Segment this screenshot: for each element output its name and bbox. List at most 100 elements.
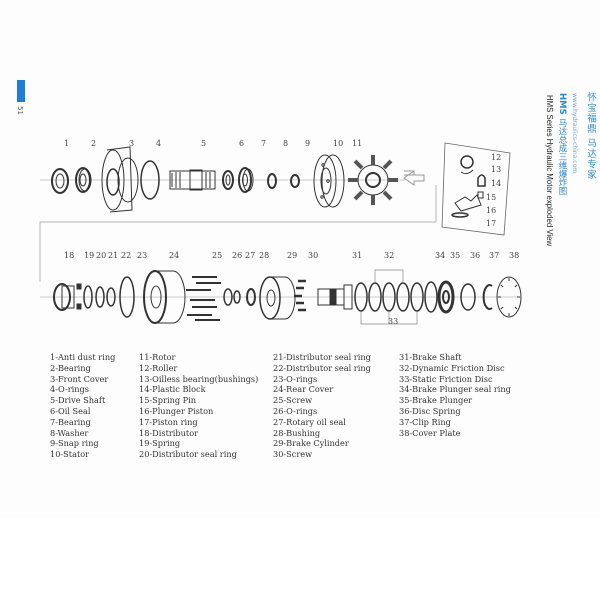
series-short: HMS bbox=[557, 93, 567, 115]
part-7-bearing bbox=[238, 167, 254, 193]
title-english: HMS Series Hydraulic Motor exploded View bbox=[545, 95, 554, 247]
legend-item: 14-Plastic Block bbox=[139, 384, 206, 395]
legend-column-2: 11-Rotor 12-Roller 13-Oilless bearing(bu… bbox=[139, 352, 258, 460]
part-23-o-ring bbox=[119, 276, 135, 318]
part-29-brake-cylinder bbox=[259, 276, 296, 320]
legend-item: 25-Screw bbox=[273, 395, 313, 406]
legend-item: 30-Screw bbox=[273, 449, 313, 460]
legend-column-3: 21-Distributor seal ring 22-Distributor … bbox=[273, 352, 371, 460]
svg-text:5: 5 bbox=[201, 139, 206, 148]
part-11-rotor bbox=[348, 155, 398, 205]
svg-text:37: 37 bbox=[489, 251, 499, 260]
svg-text:17: 17 bbox=[486, 219, 496, 228]
part-34-seal-ring bbox=[424, 281, 438, 313]
svg-text:31: 31 bbox=[352, 251, 362, 260]
svg-text:12: 12 bbox=[491, 153, 501, 162]
legend-item: 9-Snap ring bbox=[50, 438, 99, 449]
part-19-spring bbox=[76, 283, 82, 310]
part-20-seal-ring bbox=[83, 285, 93, 309]
legend-item: 10-Stator bbox=[50, 449, 90, 460]
part-27-rotary-oil-seal bbox=[233, 290, 241, 304]
svg-text:19: 19 bbox=[84, 251, 94, 260]
part-10-stator bbox=[313, 154, 345, 208]
legend-item: 13-Oilless bearing(bushings) bbox=[139, 373, 259, 384]
svg-text:8: 8 bbox=[283, 139, 288, 148]
legend-item: 19-Spring bbox=[139, 438, 181, 449]
legend-item: 5-Drive Shaft bbox=[50, 395, 106, 406]
part-28-bushing bbox=[246, 288, 256, 306]
part-8-washer bbox=[267, 173, 277, 189]
part-31-brake-shaft bbox=[317, 284, 353, 310]
inset-parts bbox=[451, 155, 486, 218]
svg-text:15: 15 bbox=[486, 193, 496, 202]
website-url: www.hydraulics-china.com bbox=[571, 93, 578, 174]
svg-text:2: 2 bbox=[91, 139, 96, 148]
legend-item: 6-Oil Seal bbox=[50, 405, 91, 416]
svg-text:16: 16 bbox=[486, 206, 496, 215]
part-21-seal-ring bbox=[95, 286, 105, 308]
part-35-brake-plunger bbox=[437, 280, 455, 314]
svg-text:3: 3 bbox=[129, 139, 134, 148]
legend-item: 21-Distributor seal ring bbox=[273, 352, 371, 362]
svg-text:36: 36 bbox=[470, 251, 480, 260]
legend-item: 8-Washer bbox=[50, 427, 89, 438]
part-6-oil-seal bbox=[222, 170, 234, 190]
svg-text:24: 24 bbox=[169, 251, 179, 260]
legend-item: 32-Dynamic Friction Disc bbox=[399, 362, 505, 373]
svg-text:18: 18 bbox=[64, 251, 74, 260]
svg-text:21: 21 bbox=[108, 251, 118, 260]
part-2-bearing bbox=[75, 167, 92, 193]
svg-text:10: 10 bbox=[333, 139, 343, 148]
part-25-screws bbox=[186, 276, 221, 321]
legend-item: 4-O-rings bbox=[50, 384, 90, 395]
svg-text:34: 34 bbox=[435, 251, 445, 260]
part-38-cover-plate bbox=[496, 276, 522, 318]
part-22-seal-ring bbox=[106, 287, 116, 307]
part-1-anti-dust-ring bbox=[51, 168, 69, 194]
svg-text:11: 11 bbox=[352, 139, 362, 148]
part-37-clip-ring bbox=[482, 284, 493, 310]
legend-item: 36-Disc Spring bbox=[399, 405, 461, 416]
part-26-o-ring bbox=[223, 288, 233, 306]
svg-text:13: 13 bbox=[491, 165, 501, 174]
title-cn-text: 马达总成三维爆炸图 bbox=[557, 118, 567, 196]
legend-item: 22-Distributor seal ring bbox=[273, 362, 371, 373]
legend-item: 33-Static Friction Disc bbox=[399, 373, 493, 384]
part-36-disc-spring bbox=[460, 283, 476, 311]
legend-item: 7-Bearing bbox=[50, 416, 91, 427]
legend-item: 12-Roller bbox=[139, 362, 178, 373]
svg-text:4: 4 bbox=[156, 139, 161, 148]
catalog-page bbox=[0, 0, 600, 518]
legend-item: 15-Spring Pin bbox=[139, 395, 197, 406]
svg-text:9: 9 bbox=[305, 139, 310, 148]
part-4-o-ring bbox=[140, 160, 160, 200]
svg-text:26: 26 bbox=[232, 251, 242, 260]
part-18-distributor bbox=[53, 283, 75, 311]
legend-item: 17-Piston ring bbox=[139, 416, 198, 427]
legend-item: 31-Brake Shaft bbox=[399, 352, 462, 362]
svg-text:29: 29 bbox=[287, 251, 297, 260]
legend-item: 26-O-rings bbox=[273, 405, 318, 416]
part-30-screws bbox=[294, 279, 306, 312]
arrow-left-icon bbox=[403, 170, 425, 186]
legend-item: 18-Distributor bbox=[139, 427, 199, 438]
brand-slogan: 怀宝福鼎 马达专家 bbox=[585, 92, 596, 181]
svg-text:30: 30 bbox=[308, 251, 318, 260]
legend-column-4: 31-Brake Shaft 32-Dynamic Friction Disc … bbox=[399, 352, 511, 438]
legend-item: 29-Brake Cylinder bbox=[273, 438, 349, 449]
legend-item: 38-Cover Plate bbox=[399, 427, 461, 438]
svg-text:28: 28 bbox=[259, 251, 269, 260]
legend-item: 2-Bearing bbox=[50, 362, 91, 373]
inset-box bbox=[441, 142, 511, 236]
legend-item: 37-Clip Ring bbox=[399, 416, 451, 427]
legend-column-1: 1-Anti dust ring 2-Bearing 3-Front Cover… bbox=[50, 352, 115, 460]
svg-text:25: 25 bbox=[212, 251, 222, 260]
legend-item: 3-Front Cover bbox=[50, 373, 109, 384]
legend-item: 35-Brake Plunger bbox=[399, 395, 473, 406]
legend-item: 20-Distributor seal ring bbox=[139, 449, 237, 460]
legend-item: 27-Rotary oil seal bbox=[273, 416, 346, 427]
part-3-front-cover bbox=[101, 146, 139, 213]
title-chinese: HMS 马达总成三维爆炸图 bbox=[556, 93, 568, 195]
